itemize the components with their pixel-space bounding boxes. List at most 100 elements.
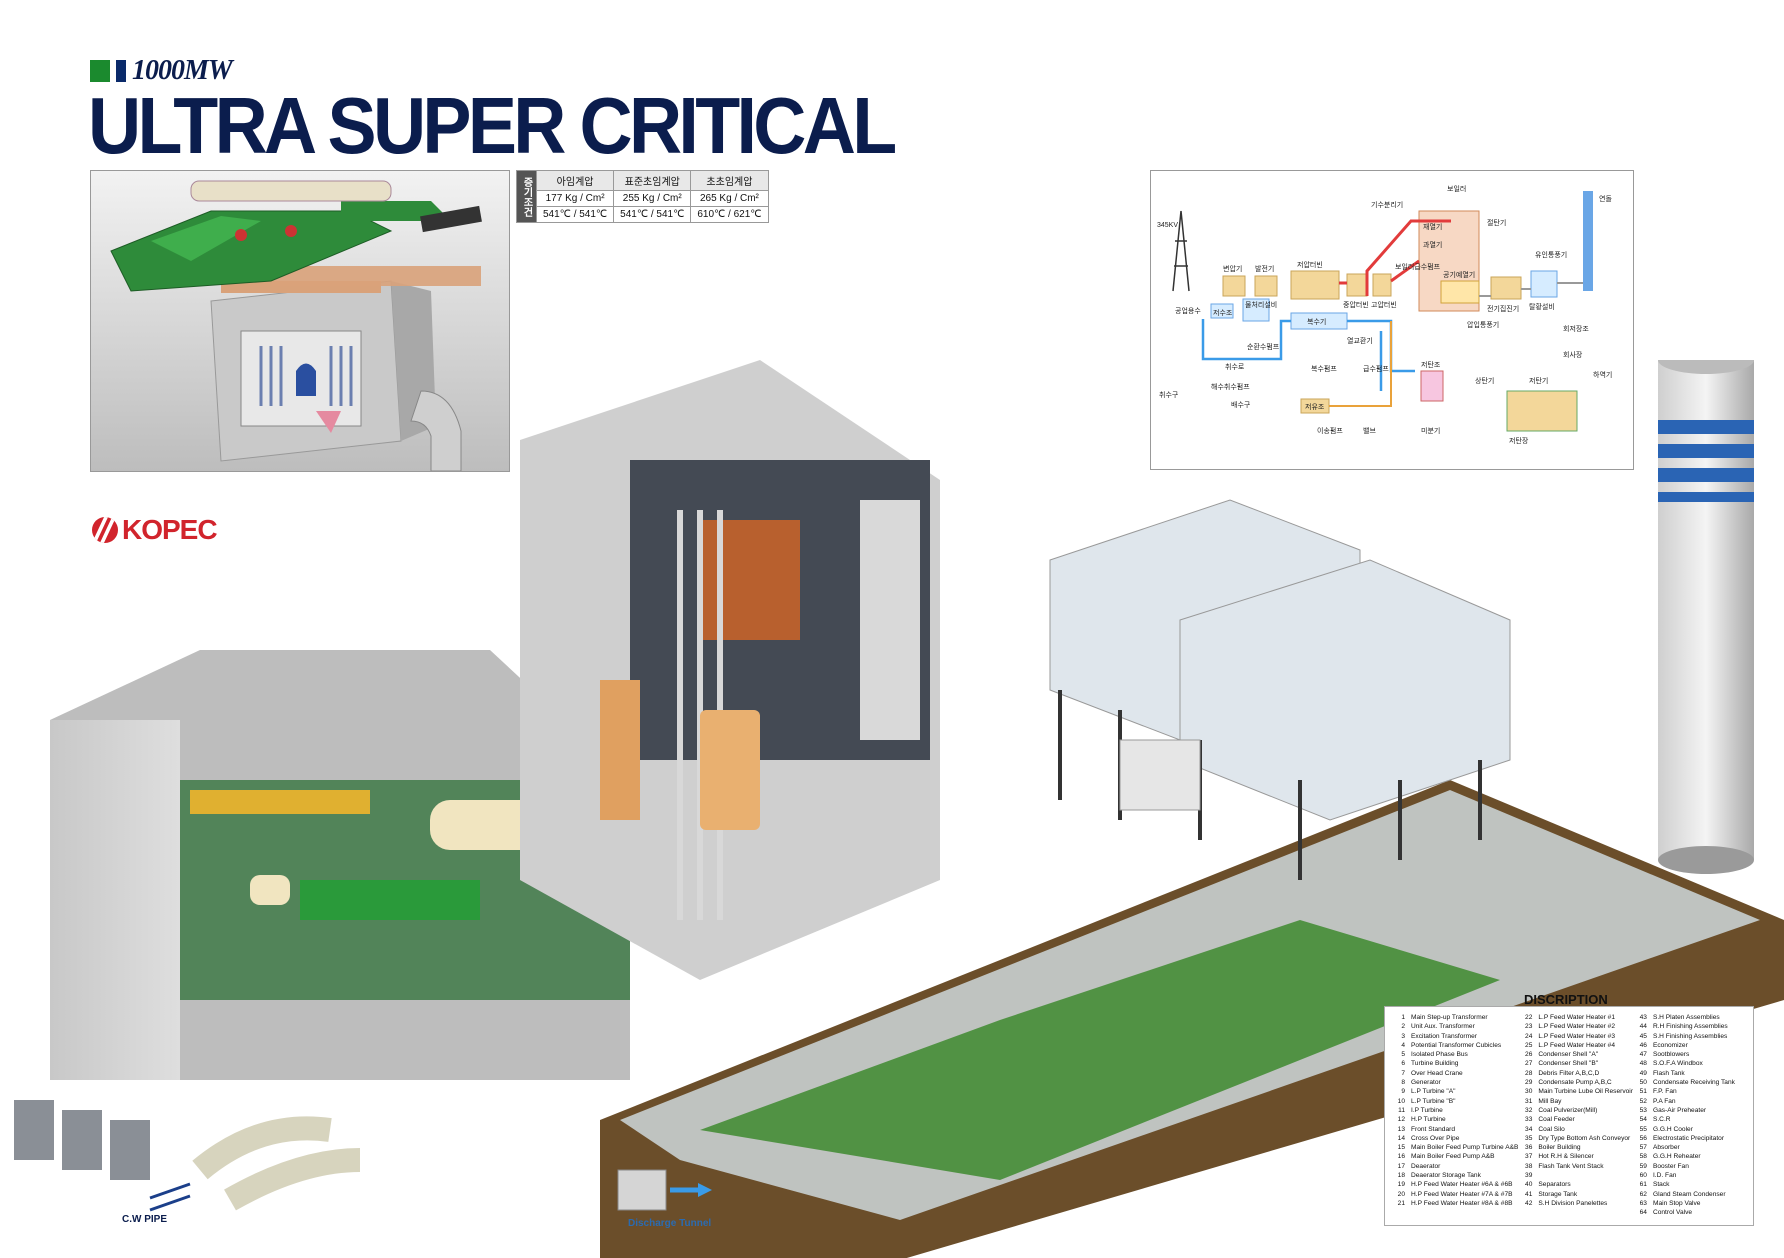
legend-item-number: 33 [1525,1116,1533,1124]
water-tank-block [1210,303,1234,319]
pd-label-ash-storage: 회저장조 [1563,324,1589,333]
legend-item-label: Electrostatic Precipitator [1652,1134,1725,1142]
legend-item-number: 43 [1639,1014,1647,1021]
pd-label-kv: 345KV [1157,222,1178,229]
legend-item-number: 40 [1525,1181,1533,1189]
legend-item-label: Flash Tank [1652,1069,1685,1077]
legend-item-number: 45 [1639,1032,1647,1040]
legend-item-number: 52 [1639,1097,1647,1105]
legend-item-number: 42 [1525,1199,1533,1207]
legend-item-label: H.P Feed Water Heater #8A & #8B [1411,1199,1513,1207]
legend-item-label: I.P Turbine [1411,1106,1443,1114]
pd-label-hp-turbine: 고압터빈 [1371,300,1397,309]
legend-item-label: Separators [1538,1181,1571,1189]
legend-item: 49 Flash Tank [1633,1069,1747,1078]
pd-label-generator: 발전기 [1255,264,1274,273]
legend-item-number: 23 [1525,1023,1533,1031]
pd-label-economizer: 절탄기 [1487,218,1506,227]
legend-item-label: Main Boiler Feed Pump A&B [1411,1153,1495,1161]
legend-item-label: Flash Tank Vent Stack [1538,1162,1604,1170]
legend-item-number: 9 [1401,1088,1405,1096]
legend-item-number: 1 [1401,1014,1405,1021]
turbine-cutaway-illustration [91,171,509,472]
legend-item-label: Sootblowers [1652,1051,1690,1059]
pd-label-idf: 유인통풍기 [1535,250,1567,259]
legend-item-label: Gland Steam Condenser [1652,1190,1726,1198]
table-header: 초초임계압 [690,170,769,191]
chimney-stack [1658,360,1754,874]
pd-label-air-heater: 공기예열기 [1443,270,1475,279]
pd-label-valve: 밸브 [1363,426,1376,435]
pd-label-discharge: 배수구 [1231,400,1251,409]
turbine-cutaway-panel [90,170,510,472]
steam-conditions-table: 증기조건 아임계압 표준초임계압 초초임계압 177 Kg / Cm² 255 … [516,170,769,223]
legend-item-number: 51 [1639,1088,1647,1096]
pd-label-transformer: 변압기 [1223,264,1242,273]
process-flow-svg: 345KV 변압기 발전기 저압터빈 중압터빈 고압터빈 보일러급수펌프 기수분… [1157,184,1612,445]
legend-item-label: Storage Tank [1538,1190,1578,1198]
legend-item-number: 55 [1639,1125,1647,1133]
legend-item-label: L.P Feed Water Heater #1 [1538,1014,1615,1021]
pd-label-heater: 열교환기 [1347,336,1373,345]
esp-block [1490,276,1522,300]
legend-item-label: R.H Finishing Assemblies [1652,1023,1728,1031]
legend-item-number: 49 [1639,1069,1647,1077]
legend-item-number: 22 [1525,1014,1533,1021]
legend-item-label: Main Stop Valve [1652,1199,1701,1207]
pd-label-cw-pump: 해수취수펌프 [1211,382,1250,391]
legend-item-label: Dry Type Bottom Ash Conveyor [1538,1134,1631,1142]
precipitator-units [1049,499,1511,880]
table-header: 아임계압 [535,170,615,191]
legend-item-number: 32 [1525,1106,1533,1114]
legend-item-number: 50 [1639,1079,1647,1087]
legend-item-label: Hot R.H & Silencer [1538,1153,1594,1161]
legend-item-label: G.G.H Reheater [1652,1153,1701,1161]
legend-item-number: 44 [1639,1023,1647,1031]
legend-item-number: 14 [1397,1134,1405,1142]
legend-item-number: 12 [1397,1116,1405,1124]
legend-item-label: I.D. Fan [1652,1172,1677,1180]
legend-item-label: S.H Platen Assemblies [1652,1014,1720,1021]
pd-label-coal-yard: 저탄장 [1509,436,1529,445]
fgd-block [1530,270,1558,298]
pd-label-intake-port: 취수구 [1159,391,1179,399]
legend-item-number: 19 [1397,1181,1405,1189]
pd-label-boiler: 보일러 [1447,184,1466,193]
legend-item-label: Unit Aux. Transformer [1411,1023,1475,1031]
legend-item: 40 Separators [1518,1180,1633,1189]
legend-item-label: F.P. Fan [1652,1088,1677,1096]
legend-item-number: 6 [1401,1060,1405,1068]
legend-item: 12 H.P Turbine [1391,1115,1518,1124]
pd-label-feed-pump: 급수펌프 [1363,364,1389,373]
legend-item-label: S.H Finishing Assemblies [1652,1032,1728,1040]
legend-item-label: Gas-Air Preheater [1652,1106,1707,1114]
legend-item-label: L.P Turbine "A" [1411,1088,1456,1096]
legend-item-number: 8 [1401,1079,1405,1087]
ip-turbine-block [1346,273,1368,297]
water-treatment-block [1242,298,1270,322]
table-cell: 541℃ / 541℃ [613,206,692,223]
legend-item-label: H.P Turbine [1411,1116,1446,1124]
legend-item-label: Deaerator Storage Tank [1411,1172,1481,1180]
legend-item-number: 31 [1525,1097,1533,1105]
pd-label-intake: 취수로 [1225,363,1245,371]
pd-label-fgd: 탈황설비 [1529,302,1555,311]
logo-text: KOPEC [122,514,218,545]
pd-label-circ-pump: 순환수펌프 [1247,342,1280,351]
